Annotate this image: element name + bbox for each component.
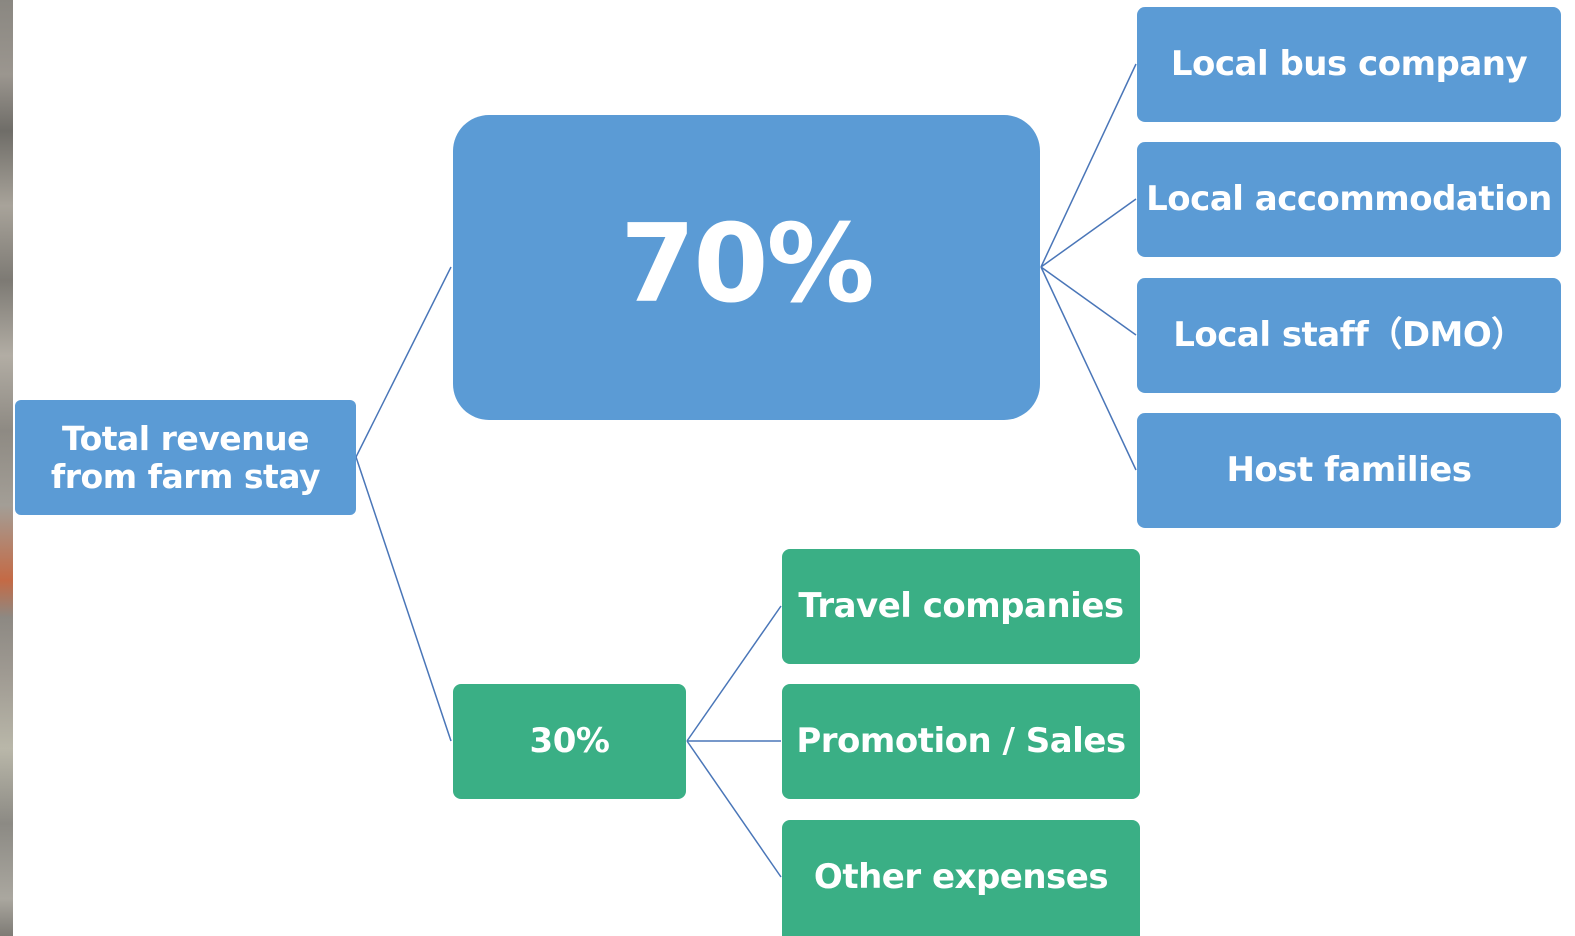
share-node-30-label: 30% xyxy=(529,720,610,761)
root-node-line1: Total revenue xyxy=(61,418,310,458)
connector-30-to-travel xyxy=(686,605,782,742)
connector-70-to-staff xyxy=(1040,266,1137,336)
root-node-total-revenue: Total revenue from farm stay xyxy=(15,400,356,515)
leaf-node-label: Local accommodation xyxy=(1146,178,1552,219)
share-node-70-label: 70% xyxy=(620,202,875,327)
leaf-node-label: Travel companies xyxy=(798,585,1124,626)
connector-70-to-bus xyxy=(1040,63,1137,268)
leaf-node-label: Local bus company xyxy=(1170,43,1528,84)
leaf-node-local-bus-company: Local bus company xyxy=(1137,7,1561,122)
leaf-node-promotion-sales: Promotion / Sales xyxy=(782,684,1140,799)
leaf-node-label: Other expenses xyxy=(813,857,1109,898)
connector-30-to-other xyxy=(686,740,782,878)
leaf-node-label: Local staff（DMO） xyxy=(1173,314,1525,355)
share-node-70: 70% xyxy=(453,115,1040,420)
background-photo-edge xyxy=(0,0,13,936)
root-node-line2: from farm stay xyxy=(50,456,321,496)
connector-root-to-70 xyxy=(355,266,452,458)
leaf-node-other-expenses: Other expenses xyxy=(782,820,1140,936)
leaf-node-local-staff-dmo: Local staff（DMO） xyxy=(1137,278,1561,393)
connector-root-to-30 xyxy=(355,456,452,742)
share-node-30: 30% xyxy=(453,684,686,799)
connector-70-to-hosts xyxy=(1040,266,1137,471)
leaf-node-label: Promotion / Sales xyxy=(796,720,1126,761)
leaf-node-local-accommodation: Local accommodation xyxy=(1137,142,1561,257)
connector-70-to-accommodation xyxy=(1040,198,1137,268)
leaf-node-host-families: Host families xyxy=(1137,413,1561,528)
leaf-node-label: Host families xyxy=(1226,449,1472,490)
leaf-node-travel-companies: Travel companies xyxy=(782,549,1140,664)
